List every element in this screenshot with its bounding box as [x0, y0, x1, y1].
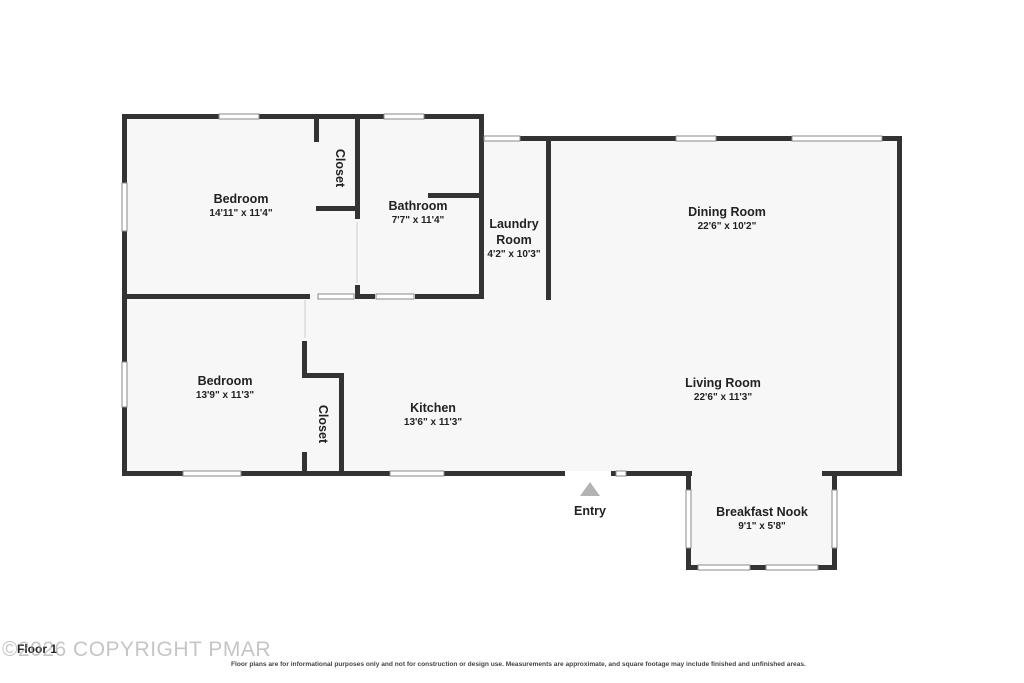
door-light	[615, 470, 627, 477]
window	[675, 135, 717, 142]
door-opening	[375, 293, 415, 300]
window	[697, 564, 751, 571]
copyright-watermark: ©2026 COPYRIGHT PMAR	[2, 638, 271, 661]
laundry-name-line2: Room	[496, 233, 531, 247]
bedroom-2-name: Bedroom	[198, 374, 253, 388]
dining-room-name: Dining Room	[688, 205, 766, 219]
bedroom-1-name: Bedroom	[214, 192, 269, 206]
window	[389, 470, 445, 477]
bedroom-1-dims: 14'11" x 11'4"	[209, 208, 272, 219]
window	[831, 489, 838, 549]
floor-fill	[124, 116, 902, 568]
windows	[121, 113, 883, 571]
entry-arrow-icon	[580, 482, 600, 496]
laundry-name-line1: Laundry	[489, 217, 538, 231]
kitchen-dims: 13'6" x 11'3"	[404, 417, 462, 428]
bathroom-dims: 7'7" x 11'4"	[392, 215, 445, 226]
room-labels: Bedroom 14'11" x 11'4" Closet Bathroom 7…	[196, 149, 808, 532]
window	[182, 470, 242, 477]
window	[483, 135, 521, 142]
closet-2-name: Closet	[316, 405, 330, 444]
window	[121, 182, 128, 232]
entry-label: Entry	[574, 504, 606, 518]
kitchen-name: Kitchen	[410, 401, 456, 415]
living-room-name: Living Room	[685, 376, 761, 390]
laundry-dims: 4'2" x 10'3"	[487, 249, 540, 260]
floor-label: Floor 1	[17, 642, 58, 656]
closet-1-name: Closet	[333, 149, 347, 188]
window	[383, 113, 425, 120]
entry-door	[565, 471, 611, 476]
bathroom-name: Bathroom	[388, 199, 447, 213]
living-room-dims: 22'6" x 11'3"	[694, 392, 752, 403]
disclaimer-text: Floor plans are for informational purpos…	[231, 661, 806, 668]
breakfast-nook-dims: 9'1" x 5'8"	[738, 521, 786, 532]
window	[685, 489, 692, 549]
dining-room-dims: 22'6" x 10'2"	[698, 221, 757, 232]
bedroom-2-dims: 13'9" x 11'3"	[196, 390, 254, 401]
door-opening	[317, 293, 355, 300]
doors	[304, 222, 627, 477]
window	[765, 564, 819, 571]
window	[121, 361, 128, 408]
breakfast-nook-name: Breakfast Nook	[716, 505, 808, 519]
window	[791, 135, 883, 142]
window	[218, 113, 260, 120]
